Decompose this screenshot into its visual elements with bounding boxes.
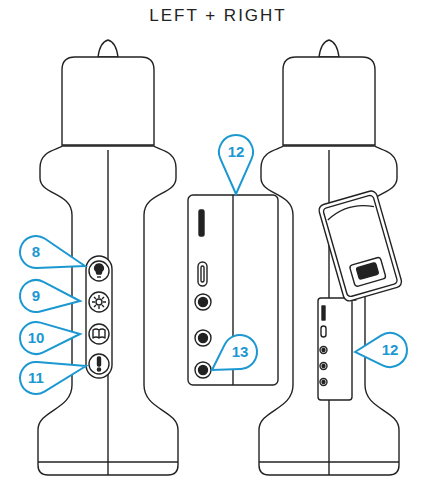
- port-door: [318, 190, 403, 400]
- callout-badge: [20, 322, 80, 354]
- callout-number: 13: [225, 342, 255, 362]
- callout-badge: [20, 236, 85, 268]
- callout-number: 10: [21, 328, 51, 348]
- port-panel-detail: [188, 195, 278, 385]
- callout-badge: [219, 135, 253, 194]
- callout-number: 8: [21, 242, 51, 262]
- callout-number: 12: [221, 142, 251, 162]
- page-title: LEFT + RIGHT: [0, 6, 436, 26]
- button-panel: [86, 256, 112, 378]
- device-right-view: [259, 40, 399, 475]
- callout-number: 11: [21, 368, 51, 388]
- callout-number: 12: [375, 340, 405, 360]
- callout-badge: [20, 362, 86, 394]
- callout-badge: [20, 280, 80, 312]
- callout-badges: [20, 135, 407, 394]
- callout-number: 9: [21, 286, 51, 306]
- callout-badge: [355, 333, 407, 367]
- callout-badge: [212, 335, 257, 370]
